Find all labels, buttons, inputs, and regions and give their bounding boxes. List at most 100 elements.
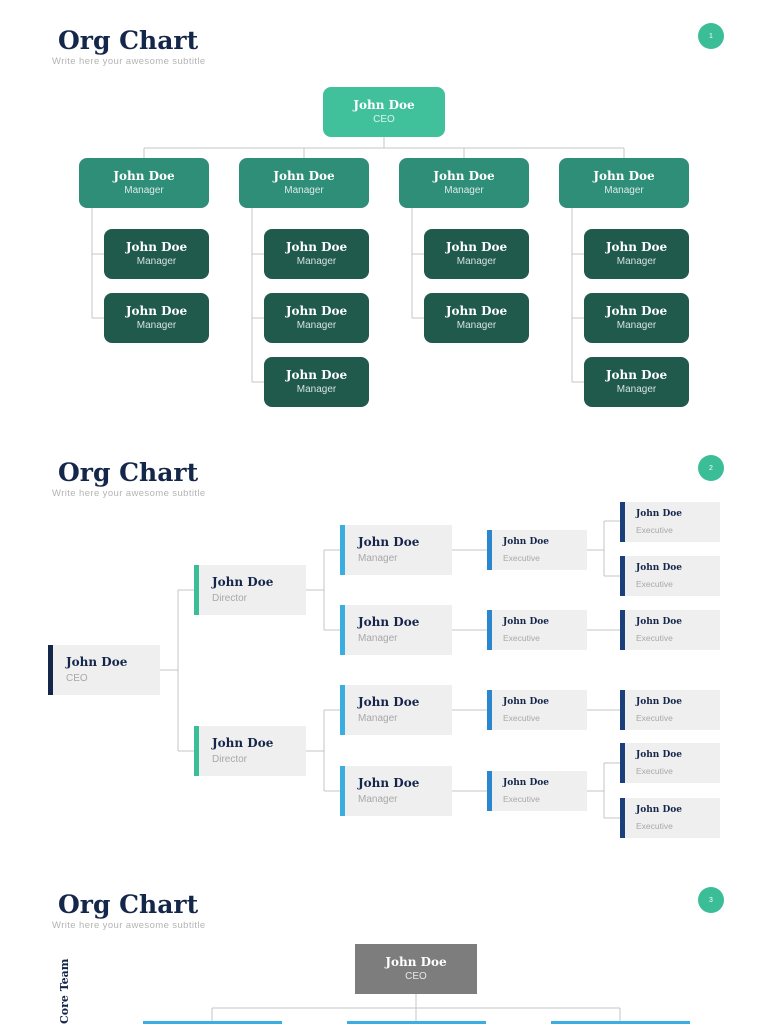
page-number-badge: 2 <box>698 455 724 481</box>
node-role: Manager <box>456 256 497 267</box>
node-name: John Doe <box>125 240 188 254</box>
node-name: John Doe <box>636 805 683 815</box>
node-name: John Doe <box>125 304 188 318</box>
accent-bar <box>620 743 625 783</box>
chart2-executive-node: John Doe Executive <box>620 798 720 838</box>
accent-bar <box>620 610 625 650</box>
accent-bar <box>487 530 492 570</box>
chart1-ceo-node: John Doe CEO <box>323 87 445 137</box>
chart1-report-node: John Doe Manager <box>424 293 529 343</box>
chart1-report-node: John Doe Manager <box>584 229 689 279</box>
chart1-report-node: John Doe Manager <box>584 357 689 407</box>
node-role: Manager <box>124 185 164 196</box>
node-name: John Doe <box>636 563 683 573</box>
page-subtitle: Write here your awesome subtitle <box>52 920 206 931</box>
page-number-badge: 3 <box>698 887 724 913</box>
chart1-manager-node: John Doe Manager <box>79 158 209 208</box>
node-name: John Doe <box>503 537 550 547</box>
accent-bar <box>48 645 53 695</box>
chart2-connectors <box>160 520 622 819</box>
node-role: Manager <box>616 256 657 267</box>
page-title: Org Chart <box>58 458 199 487</box>
node-name: John Doe <box>605 240 668 254</box>
node-role: Manager <box>296 320 337 331</box>
node-role: CEO <box>373 114 395 125</box>
node-role: Manager <box>136 256 177 267</box>
page-subtitle: Write here your awesome subtitle <box>52 488 206 499</box>
node-name: John Doe <box>358 776 420 790</box>
node-name: John Doe <box>605 368 668 382</box>
node-name: John Doe <box>212 736 274 750</box>
node-name: John Doe <box>353 98 415 112</box>
node-role: Manager <box>456 320 497 331</box>
chart2-manager-node: John Doe Manager <box>340 766 452 816</box>
chart2-executive-node: John Doe Executive <box>620 690 720 730</box>
accent-bar <box>340 525 345 575</box>
node-name: John Doe <box>285 304 348 318</box>
node-role: Executive <box>636 766 673 776</box>
chart1-report-node: John Doe Manager <box>264 229 369 279</box>
accent-bar <box>340 605 345 655</box>
accent-bar <box>194 726 199 776</box>
node-name: John Doe <box>503 617 550 627</box>
node-name: John Doe <box>593 169 655 183</box>
accent-bar <box>487 610 492 650</box>
chart2-executive-node: John Doe Executive <box>620 556 720 596</box>
node-role: Manager <box>358 553 398 564</box>
node-name: John Doe <box>113 169 175 183</box>
chart2-manager-node: John Doe Manager <box>340 685 452 735</box>
node-name: John Doe <box>285 368 348 382</box>
node-role: Executive <box>503 633 540 643</box>
chart3-ceo-node: John Doe CEO <box>355 944 477 994</box>
chart1-report-node: John Doe Manager <box>424 229 529 279</box>
accent-bar <box>487 690 492 730</box>
node-name: John Doe <box>636 750 683 760</box>
node-role: Manager <box>358 633 398 644</box>
node-role: CEO <box>405 971 427 982</box>
node-role: CEO <box>66 673 88 684</box>
node-role: Executive <box>503 553 540 563</box>
node-name: John Doe <box>636 509 683 519</box>
node-role: Executive <box>636 525 673 535</box>
node-name: John Doe <box>503 778 550 788</box>
chart2-executive-node: John Doe Executive <box>487 610 587 650</box>
chart2-manager-node: John Doe Manager <box>340 605 452 655</box>
chart2-executive-node: John Doe Executive <box>620 502 720 542</box>
chart1-manager-node: John Doe Manager <box>559 158 689 208</box>
accent-bar <box>620 556 625 596</box>
chart3-node-top-edge <box>143 1021 282 1024</box>
chart1-manager-node: John Doe Manager <box>399 158 529 208</box>
chart2-director-node: John Doe Director <box>194 726 306 776</box>
node-name: John Doe <box>285 240 348 254</box>
chart2-executive-node: John Doe Executive <box>487 530 587 570</box>
node-name: John Doe <box>636 617 683 627</box>
node-name: John Doe <box>66 655 128 669</box>
chart1-connectors <box>91 136 625 383</box>
chart3-connectors <box>211 994 621 1024</box>
node-role: Manager <box>444 185 484 196</box>
chart1-report-node: John Doe Manager <box>104 229 209 279</box>
accent-bar <box>194 565 199 615</box>
node-role: Executive <box>503 794 540 804</box>
chart1-report-node: John Doe Manager <box>264 357 369 407</box>
node-role: Manager <box>604 185 644 196</box>
chart2-executive-node: John Doe Executive <box>620 610 720 650</box>
chart3-node-top-edge <box>347 1021 486 1024</box>
node-role: Executive <box>636 821 673 831</box>
node-role: Manager <box>136 320 177 331</box>
node-name: John Doe <box>433 169 495 183</box>
accent-bar <box>620 690 625 730</box>
accent-bar <box>620 798 625 838</box>
node-role: Executive <box>636 579 673 589</box>
node-role: Director <box>212 754 248 765</box>
chart1-report-node: John Doe Manager <box>264 293 369 343</box>
node-name: John Doe <box>358 695 420 709</box>
chart1-report-node: John Doe Manager <box>584 293 689 343</box>
chart2-executive-node: John Doe Executive <box>487 771 587 811</box>
node-name: John Doe <box>445 304 508 318</box>
chart2-ceo-node: John Doe CEO <box>48 645 160 695</box>
node-name: John Doe <box>212 575 274 589</box>
node-name: John Doe <box>445 240 508 254</box>
accent-bar <box>487 771 492 811</box>
accent-bar <box>620 502 625 542</box>
